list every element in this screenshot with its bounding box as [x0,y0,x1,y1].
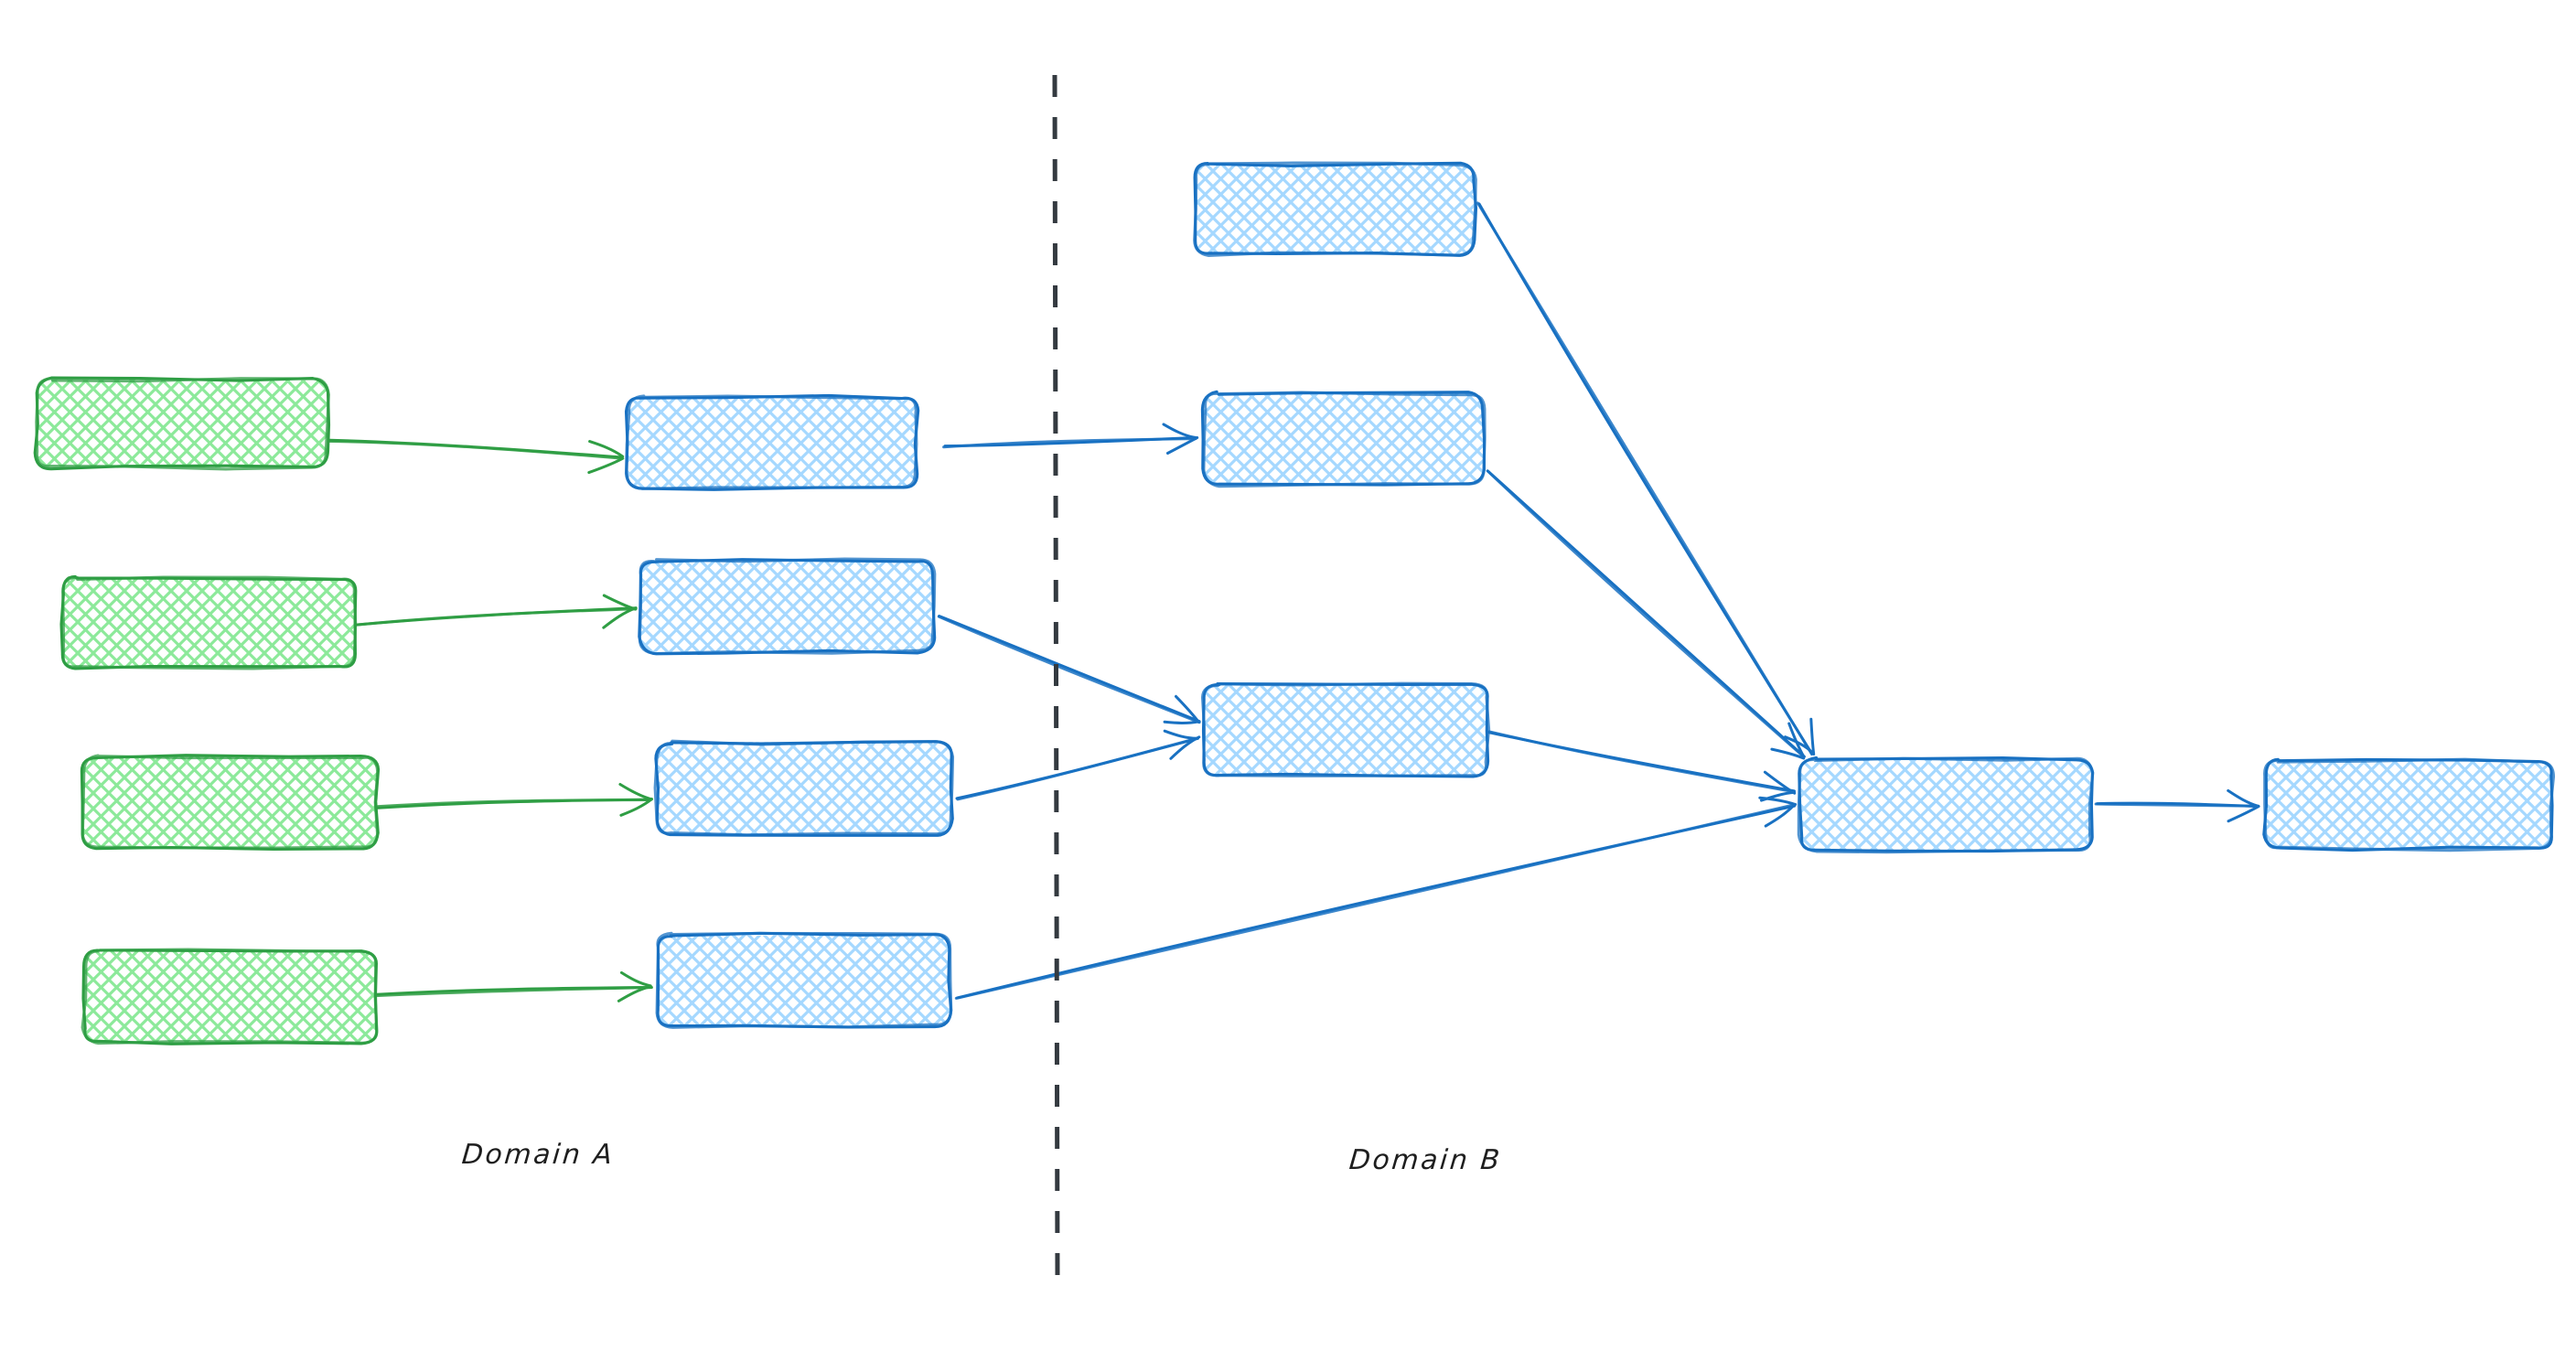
node-out[interactable] [2262,757,2556,852]
edge-a4-to-m4 [374,970,653,1002]
edge-m4-to-hub [954,796,1798,1000]
edge-a2-to-m2 [352,594,638,629]
edge-a1-to-m1 [325,438,625,475]
node-m4[interactable] [655,931,953,1029]
node-a4[interactable] [80,948,379,1045]
node-b3[interactable] [1200,681,1491,778]
edge-hub-to-out [2094,788,2260,823]
edge-b2-to-hub [1486,469,1806,760]
edge-layer [325,201,2260,1002]
edge-b1-to-hub [1476,201,1816,756]
node-m3[interactable] [653,739,955,837]
edge-a3-to-m3 [374,783,653,817]
node-a1[interactable] [33,376,331,471]
node-a2[interactable] [59,574,358,670]
edge-m1-to-b2 [942,423,1199,455]
edge-b3-to-hub [1487,730,1797,802]
node-b2[interactable] [1200,390,1487,488]
edge-m2-to-b3 [937,615,1201,724]
node-layer [33,161,2556,1045]
node-a3[interactable] [80,754,381,852]
edge-m3-to-b3 [955,729,1201,801]
node-hub[interactable] [1797,756,2095,854]
domain-divider [1052,74,1060,1281]
domain-a-label: Domain A [460,1139,617,1171]
divider-layer [1052,74,1060,1281]
node-m2[interactable] [638,557,937,656]
node-m1[interactable] [624,393,920,491]
node-b1[interactable] [1193,161,1478,258]
domain-b-label: Domain B [1347,1144,1504,1176]
